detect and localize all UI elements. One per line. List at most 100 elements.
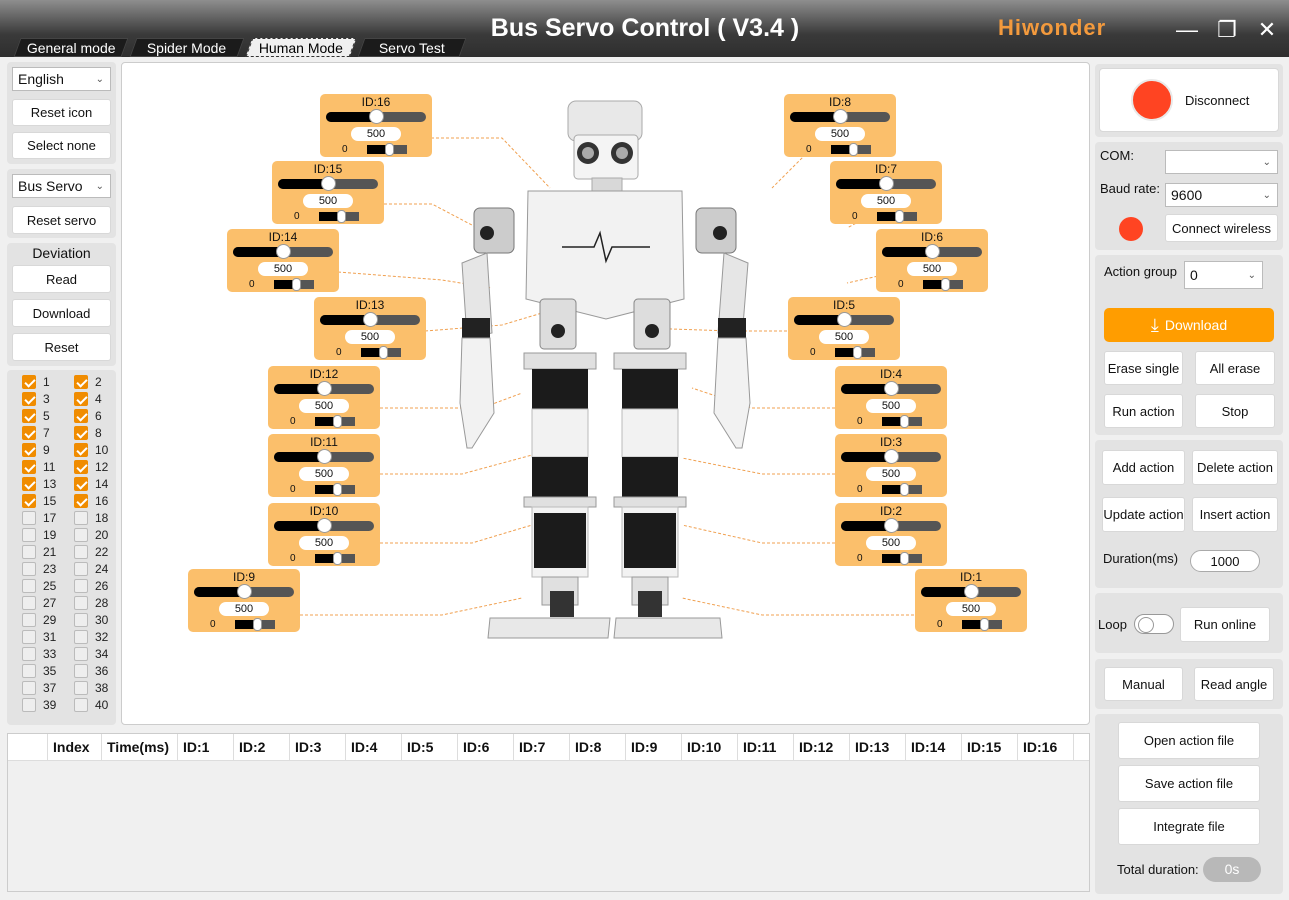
servo-position-slider[interactable] <box>233 244 333 259</box>
deviation-download-button[interactable]: Download <box>12 299 111 327</box>
download-button[interactable]: ⤓Download <box>1104 308 1274 342</box>
deviation-knob[interactable] <box>900 483 909 496</box>
save-action-file-button[interactable]: Save action file <box>1118 765 1260 802</box>
checkbox-icon[interactable] <box>74 629 88 644</box>
servo-position-slider[interactable] <box>274 449 374 464</box>
minimize-icon[interactable]: — <box>1176 17 1198 42</box>
servo-checkbox-35[interactable]: 35 <box>22 662 56 679</box>
servo-position-slider[interactable] <box>841 518 941 533</box>
servo-deviation-slider[interactable] <box>361 346 401 359</box>
servo-checkbox-38[interactable]: 38 <box>74 679 108 696</box>
com-select[interactable]: ⌄ <box>1165 150 1278 174</box>
baud-rate-select[interactable]: 9600⌄ <box>1165 183 1278 207</box>
column-header[interactable]: ID:7 <box>514 734 570 760</box>
servo-position-slider[interactable] <box>274 381 374 396</box>
checkbox-icon[interactable] <box>74 442 88 457</box>
checkbox-icon[interactable] <box>74 374 88 389</box>
servo-deviation-slider[interactable] <box>315 415 355 428</box>
servo-checkbox-32[interactable]: 32 <box>74 628 108 645</box>
servo-checkbox-16[interactable]: 16 <box>74 492 108 509</box>
servo-deviation-slider[interactable] <box>319 210 359 223</box>
checkbox-icon[interactable] <box>22 561 36 576</box>
servo-checkbox-26[interactable]: 26 <box>74 577 108 594</box>
servo-position-value[interactable]: 500 <box>819 330 869 344</box>
slider-knob[interactable] <box>833 109 848 124</box>
column-header[interactable]: Time(ms) <box>102 734 178 760</box>
deviation-knob[interactable] <box>333 415 342 428</box>
servo-checkbox-21[interactable]: 21 <box>22 543 56 560</box>
checkbox-icon[interactable] <box>22 595 36 610</box>
column-header[interactable]: ID:4 <box>346 734 402 760</box>
column-header[interactable]: Index <box>48 734 102 760</box>
checkbox-icon[interactable] <box>74 646 88 661</box>
servo-position-slider[interactable] <box>794 312 894 327</box>
slider-knob[interactable] <box>837 312 852 327</box>
deviation-knob[interactable] <box>900 415 909 428</box>
checkbox-icon[interactable] <box>22 544 36 559</box>
servo-checkbox-17[interactable]: 17 <box>22 509 56 526</box>
reset-icon-button[interactable]: Reset icon <box>12 99 111 126</box>
all-erase-button[interactable]: All erase <box>1195 351 1275 385</box>
slider-knob[interactable] <box>879 176 894 191</box>
tab-spider-mode[interactable]: Spider Mode <box>129 38 245 57</box>
servo-checkbox-30[interactable]: 30 <box>74 611 108 628</box>
maximize-icon[interactable]: ❐ <box>1217 17 1237 42</box>
servo-checkbox-22[interactable]: 22 <box>74 543 108 560</box>
checkbox-icon[interactable] <box>22 374 36 389</box>
checkbox-icon[interactable] <box>22 493 36 508</box>
open-action-file-button[interactable]: Open action file <box>1118 722 1260 759</box>
checkbox-icon[interactable] <box>22 391 36 406</box>
deviation-knob[interactable] <box>849 143 858 156</box>
checkbox-icon[interactable] <box>74 680 88 695</box>
servo-position-value[interactable]: 500 <box>861 194 911 208</box>
servo-position-value[interactable]: 500 <box>299 399 349 413</box>
checkbox-icon[interactable] <box>22 459 36 474</box>
checkbox-icon[interactable] <box>74 697 88 712</box>
servo-checkbox-9[interactable]: 9 <box>22 441 50 458</box>
servo-position-value[interactable]: 500 <box>299 467 349 481</box>
servo-position-slider[interactable] <box>841 449 941 464</box>
loop-toggle[interactable] <box>1134 614 1174 634</box>
servo-checkbox-25[interactable]: 25 <box>22 577 56 594</box>
column-header[interactable]: ID:15 <box>962 734 1018 760</box>
checkbox-icon[interactable] <box>22 442 36 457</box>
servo-deviation-slider[interactable] <box>367 143 407 156</box>
servo-checkbox-12[interactable]: 12 <box>74 458 108 475</box>
servo-checkbox-29[interactable]: 29 <box>22 611 56 628</box>
column-header[interactable]: ID:5 <box>402 734 458 760</box>
column-header[interactable]: ID:3 <box>290 734 346 760</box>
checkbox-icon[interactable] <box>74 459 88 474</box>
checkbox-icon[interactable] <box>74 663 88 678</box>
connect-wireless-button[interactable]: Connect wireless <box>1165 214 1278 242</box>
checkbox-icon[interactable] <box>74 408 88 423</box>
servo-deviation-slider[interactable] <box>235 618 275 631</box>
deviation-knob[interactable] <box>853 346 862 359</box>
servo-checkbox-23[interactable]: 23 <box>22 560 56 577</box>
servo-position-slider[interactable] <box>278 176 378 191</box>
servo-position-slider[interactable] <box>194 584 294 599</box>
servo-deviation-slider[interactable] <box>877 210 917 223</box>
checkbox-icon[interactable] <box>22 510 36 525</box>
slider-knob[interactable] <box>317 381 332 396</box>
checkbox-icon[interactable] <box>22 646 36 661</box>
run-online-button[interactable]: Run online <box>1180 607 1270 642</box>
servo-checkbox-34[interactable]: 34 <box>74 645 108 662</box>
servo-checkbox-37[interactable]: 37 <box>22 679 56 696</box>
servo-position-value[interactable]: 500 <box>907 262 957 276</box>
servo-checkbox-28[interactable]: 28 <box>74 594 108 611</box>
servo-type-select[interactable]: Bus Servo⌄ <box>12 174 111 198</box>
servo-checkbox-4[interactable]: 4 <box>74 390 102 407</box>
servo-deviation-slider[interactable] <box>315 483 355 496</box>
slider-knob[interactable] <box>369 109 384 124</box>
slider-knob[interactable] <box>964 584 979 599</box>
checkbox-icon[interactable] <box>22 408 36 423</box>
servo-position-slider[interactable] <box>326 109 426 124</box>
servo-checkbox-5[interactable]: 5 <box>22 407 50 424</box>
tab-human-mode[interactable]: Human Mode <box>245 38 357 57</box>
manual-button[interactable]: Manual <box>1104 667 1183 701</box>
servo-checkbox-36[interactable]: 36 <box>74 662 108 679</box>
checkbox-icon[interactable] <box>74 425 88 440</box>
servo-checkbox-31[interactable]: 31 <box>22 628 56 645</box>
servo-checkbox-27[interactable]: 27 <box>22 594 56 611</box>
